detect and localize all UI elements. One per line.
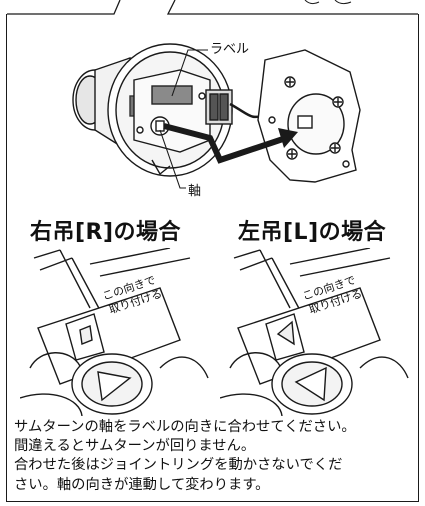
instruction-text: サムターンの軸をラベルの向きに合わせてください。 間違えるとサムターンが回りませ…: [14, 418, 414, 495]
right-hinge-illustration: この向きで 取り付ける: [20, 248, 209, 416]
instruction-line-2: 間違えるとサムターンが回りません。: [14, 438, 256, 455]
assembly-illustration: [72, 43, 361, 189]
header-border-lines: [7, 0, 418, 15]
instruction-line-1: サムターンの軸をラベルの向きに合わせてください。: [14, 419, 356, 435]
heading-right-hinge: 右吊[R]の場合: [30, 220, 182, 245]
joint-ring-plate: [257, 49, 361, 183]
left-hinge-illustration: この向きで 取り付ける: [220, 248, 409, 416]
heading-left-hinge: 左吊[L]の場合: [238, 220, 387, 245]
shaft-callout: 軸: [188, 184, 202, 199]
alignment-arrow: [163, 123, 287, 164]
content-frame: [6, 14, 419, 502]
thumbturn-body: [72, 43, 233, 177]
instruction-line-4: さい。軸の向きが連動して変わります。: [14, 476, 270, 493]
instruction-line-3: 合わせた後はジョイントリングを動かさないでくだ: [14, 457, 343, 474]
label-callout: ラベル: [210, 42, 250, 57]
